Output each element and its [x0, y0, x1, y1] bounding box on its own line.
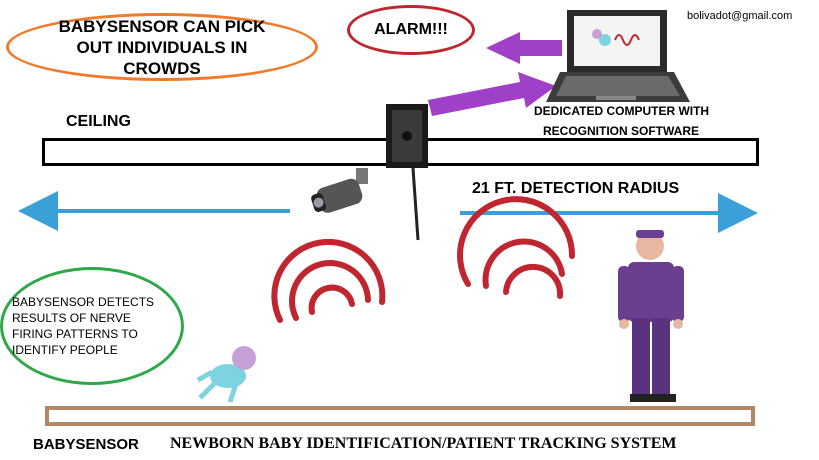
right-signal-waves [457, 196, 576, 299]
detects-callout-text: BABYSENSOR DETECTS RESULTS OF NERVE FIRI… [12, 295, 155, 357]
footer-brand: BABYSENSOR [33, 436, 139, 453]
email-text: bolivadot@gmail.com [687, 10, 793, 22]
sensor-box-icon [386, 104, 428, 241]
detection-radius-label: 21 FT. DETECTION RADIUS [472, 180, 680, 197]
laptop-icon [546, 10, 690, 102]
computer-label-line1: DEDICATED COMPUTER WITH [534, 104, 710, 118]
crowds-callout-text: BABYSENSOR CAN PICK OUT INDIVIDUALS IN C… [58, 16, 266, 78]
ceiling-label: CEILING [66, 113, 131, 130]
ceiling-bar [42, 138, 759, 166]
alarm-callout: ALARM!!! [347, 5, 475, 55]
camera-icon [311, 168, 368, 213]
person-icon [618, 230, 684, 402]
footer-title: NEWBORN BABY IDENTIFICATION/PATIENT TRAC… [170, 435, 677, 452]
detects-callout: BABYSENSOR DETECTS RESULTS OF NERVE FIRI… [0, 267, 184, 385]
floor-bar [45, 406, 755, 426]
alarm-callout-text: ALARM!!! [374, 21, 448, 38]
computer-label-line2: RECOGNITION SOFTWARE [543, 124, 699, 138]
baby-icon [196, 346, 256, 403]
alarm-arrow [486, 32, 562, 64]
left-signal-waves [271, 238, 386, 323]
crowds-callout: BABYSENSOR CAN PICK OUT INDIVIDUALS IN C… [6, 13, 318, 81]
